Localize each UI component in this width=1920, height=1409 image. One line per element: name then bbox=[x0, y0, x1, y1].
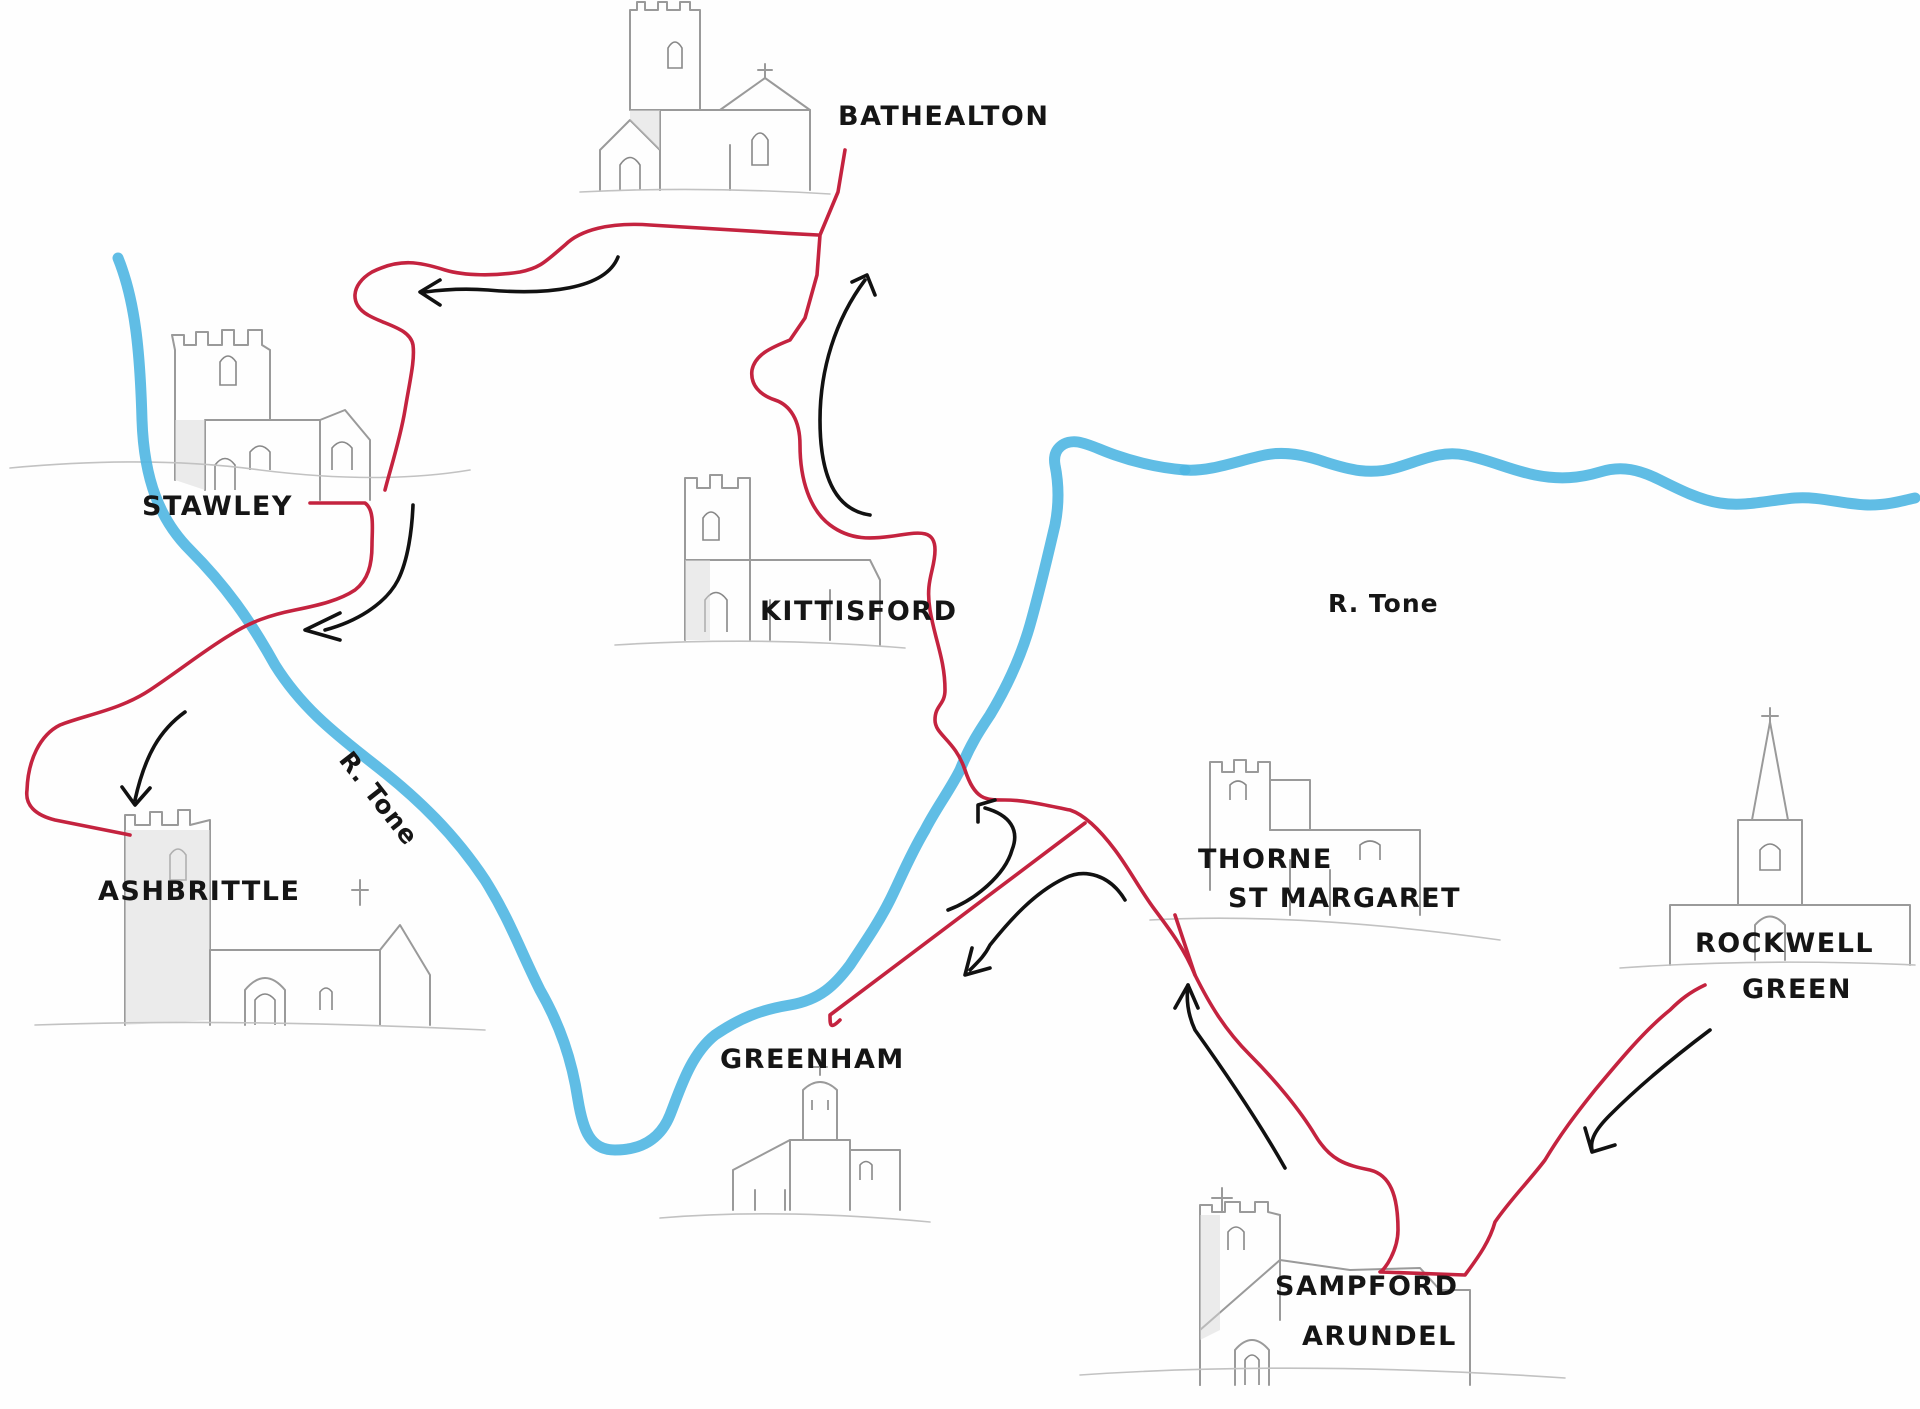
church-icon bbox=[579, 1, 831, 195]
label-bathealton: BATHEALTON bbox=[838, 101, 1049, 132]
label-river-tone-east: R. Tone bbox=[1328, 589, 1439, 618]
label-thorne-line1: THORNE bbox=[1198, 844, 1333, 875]
label-sampford-line1: SAMPFORD bbox=[1275, 1271, 1459, 1302]
route-arrow-icon bbox=[963, 871, 1127, 977]
label-kittisford: KITTISFORD bbox=[760, 596, 958, 627]
river-tone bbox=[112, 252, 1920, 1156]
label-stawley: STAWLEY bbox=[142, 491, 293, 522]
label-rockwell-line2: GREEN bbox=[1742, 974, 1852, 1005]
church-icon bbox=[1619, 707, 1916, 969]
route-main bbox=[750, 148, 1707, 1277]
route-arrow-icon bbox=[120, 710, 187, 807]
church-icon bbox=[1079, 1187, 1566, 1386]
route-greenham-spur bbox=[828, 821, 1087, 1028]
river-tone-west bbox=[112, 252, 1191, 1156]
route-top bbox=[353, 222, 820, 492]
route-arrow-icon bbox=[303, 503, 415, 642]
church-icon bbox=[9, 329, 471, 501]
church-icon bbox=[614, 474, 906, 649]
route-arrow-icon bbox=[418, 255, 620, 307]
route-arrows bbox=[120, 255, 1712, 1170]
river-tone-east bbox=[1179, 447, 1920, 511]
walking-route bbox=[25, 148, 1707, 1277]
church-icon bbox=[1149, 759, 1501, 941]
label-rockwell-line1: ROCKWELL bbox=[1695, 928, 1874, 959]
route-thorne-spur bbox=[1173, 913, 1197, 977]
place-labels: BATHEALTON STAWLEY KITTISFORD ASHBRITTLE… bbox=[98, 101, 1874, 1352]
church-icon bbox=[34, 809, 486, 1031]
label-thorne-line2: ST MARGARET bbox=[1228, 883, 1461, 914]
label-sampford-line2: ARUNDEL bbox=[1302, 1321, 1457, 1352]
church-icon bbox=[659, 1059, 931, 1223]
river-labels: R. Tone R. Tone bbox=[333, 589, 1439, 851]
label-ashbrittle: ASHBRITTLE bbox=[98, 876, 300, 907]
label-greenham: GREENHAM bbox=[720, 1044, 905, 1075]
route-west bbox=[25, 501, 375, 837]
route-arrow-icon bbox=[818, 273, 877, 517]
route-arrow-icon bbox=[1173, 983, 1287, 1170]
route-arrow-icon bbox=[1583, 1028, 1712, 1154]
route-arrow-icon bbox=[946, 798, 1017, 912]
